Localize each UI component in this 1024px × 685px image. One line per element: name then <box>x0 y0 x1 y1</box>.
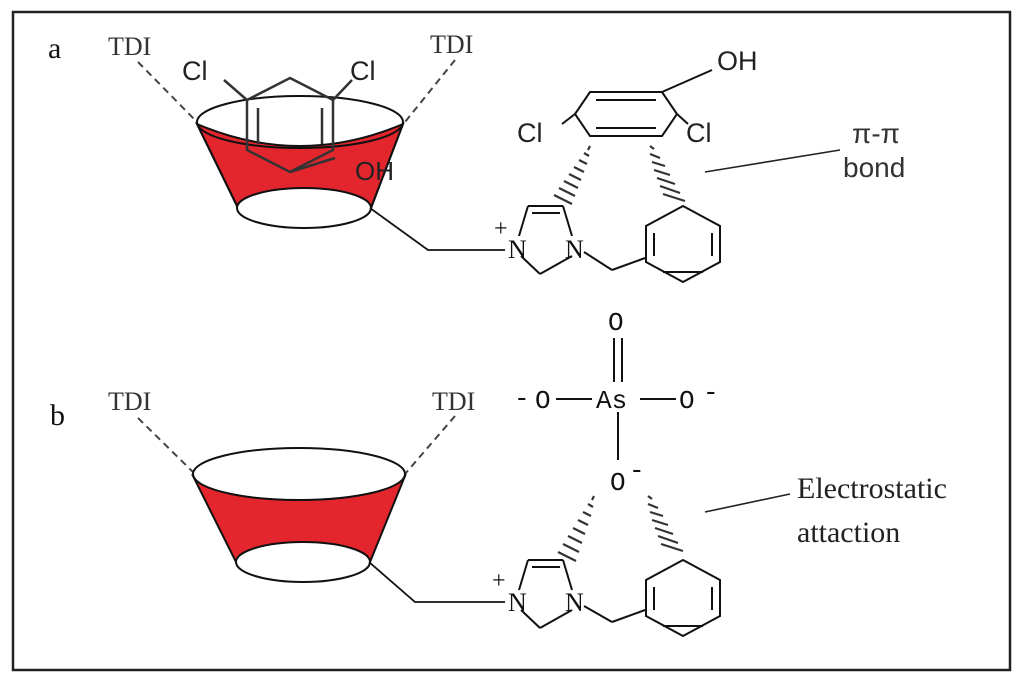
arsenate-o-left: O <box>535 386 551 416</box>
panel-b-hashed-wedge-left <box>557 495 595 562</box>
panel-b-tdi-left-link <box>137 417 194 473</box>
panel-b-label: b <box>50 399 65 432</box>
panel-b-imid-n1: N <box>508 588 527 617</box>
panel-b: b TDI TDI O - O As O - O - <box>50 308 947 638</box>
panel-a: a TDI TDI Cl Cl OH <box>48 30 905 284</box>
panel-a-tdi-right-link <box>404 59 456 123</box>
panel-a-guest-cl-right: Cl <box>350 56 376 86</box>
panel-b-cyclodextrin <box>190 447 407 583</box>
panel-a-annotation-line2: bond <box>843 152 905 183</box>
panel-a-hashed-wedge-left <box>553 145 591 205</box>
panel-a-benzyl-ring <box>645 204 721 284</box>
panel-a-free-phenol <box>561 69 713 137</box>
panel-a-annotation-pointer <box>704 149 841 173</box>
figure-frame <box>11 10 1012 672</box>
arsenate-o-bottom: O <box>610 468 626 498</box>
panel-a-tdi-right-label: TDI <box>430 30 473 59</box>
arsenate-o-right: O <box>679 386 695 416</box>
panel-a-imid-n1: N <box>508 235 527 264</box>
panel-a-free-cl-left: Cl <box>517 118 543 148</box>
arsenate-charge-right: - <box>703 378 719 408</box>
panel-a-free-oh: OH <box>717 46 758 76</box>
panel-b-imidazolium <box>518 559 646 629</box>
panel-b-tdi-right-label: TDI <box>432 387 475 416</box>
panel-b-benzyl-ring <box>645 558 721 638</box>
panel-a-imidazolium <box>518 205 646 275</box>
panel-b-tdi-left-label: TDI <box>108 387 151 416</box>
panel-b-tdi-right-link <box>404 415 456 475</box>
panel-a-guest-cl-left: Cl <box>182 56 208 86</box>
panel-b-imid-plus: + <box>492 568 506 594</box>
panel-a-hashed-wedge-right <box>649 145 686 203</box>
panel-a-guest-oh: OH <box>355 156 394 186</box>
panel-b-annotation-line1: Electrostatic <box>797 472 947 505</box>
panel-b-linker <box>368 561 505 603</box>
arsenate-charge-bottom: - <box>629 456 645 486</box>
panel-b-arsenate: O - O As O - O - <box>514 308 719 498</box>
panel-b-imid-n2: N <box>565 588 584 617</box>
arsenate-as: As <box>596 386 627 416</box>
panel-a-cyclodextrin <box>194 95 405 229</box>
panel-b-annotation-pointer <box>704 493 791 513</box>
panel-b-hashed-wedge-right <box>647 495 684 553</box>
arsenate-charge-left: - <box>514 384 530 414</box>
panel-a-annotation-line1: π-π <box>852 118 900 149</box>
panel-a-tdi-left-label: TDI <box>108 32 151 61</box>
panel-a-imid-plus: + <box>494 216 508 242</box>
panel-a-label: a <box>48 32 61 65</box>
panel-a-tdi-left-link <box>137 61 196 121</box>
panel-a-linker <box>369 207 505 251</box>
arsenate-o-top: O <box>608 308 624 338</box>
panel-b-annotation-line2: attaction <box>797 516 900 549</box>
panel-a-guest-phenol <box>223 76 353 174</box>
panel-a-free-cl-right: Cl <box>686 118 712 148</box>
panel-a-imid-n2: N <box>565 235 584 264</box>
